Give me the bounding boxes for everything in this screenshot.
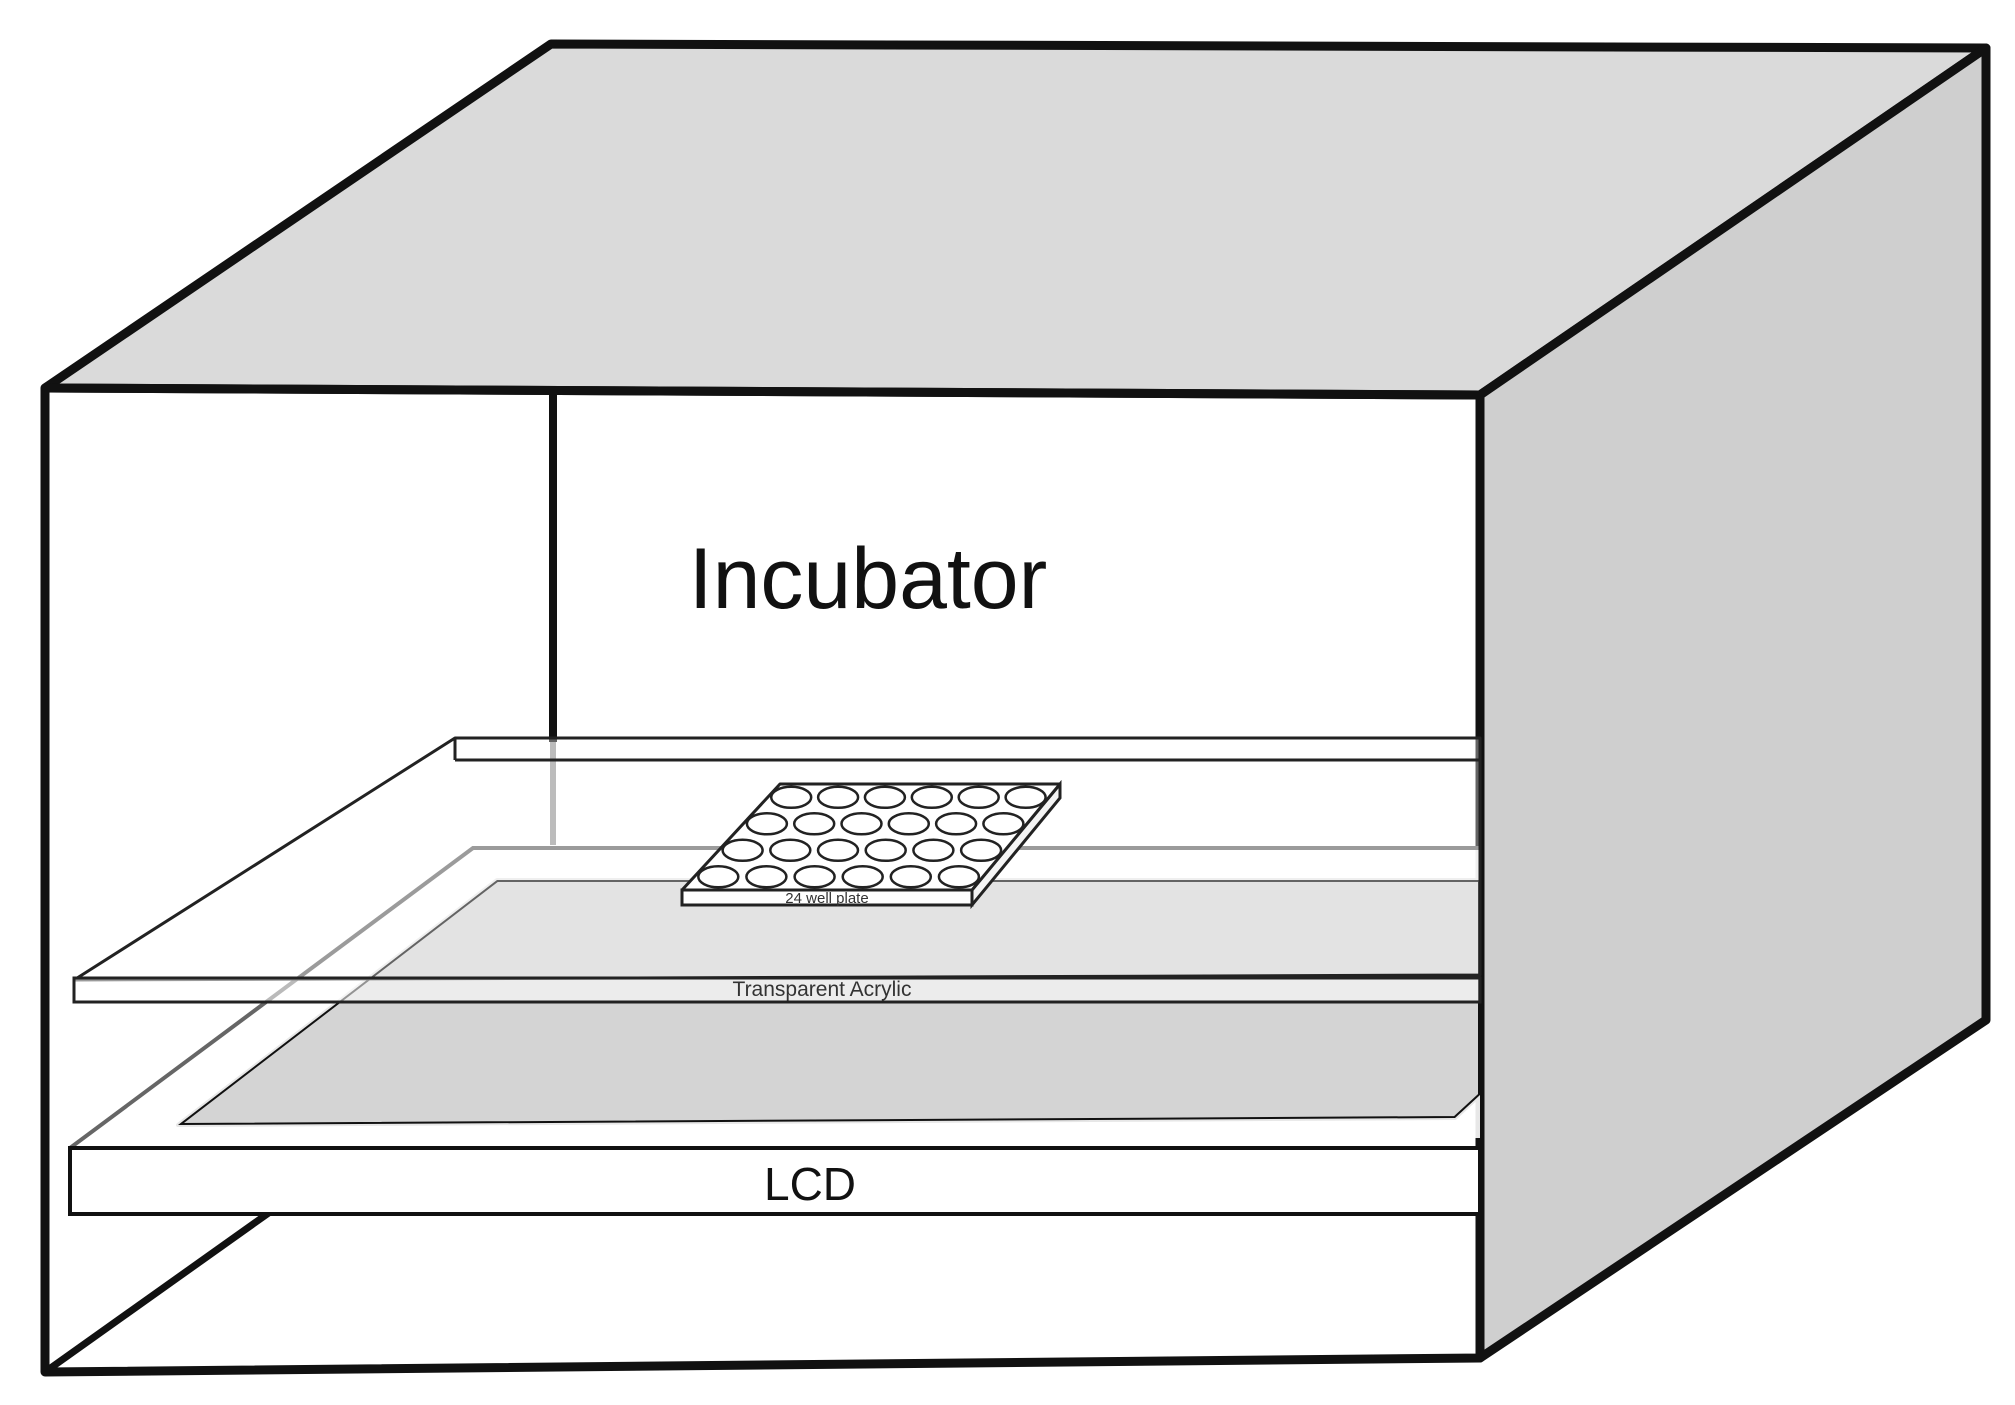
well [793, 865, 836, 889]
well-plate-label: 24 well plate [785, 890, 868, 907]
lcd-frame-top-outline [68, 846, 1480, 1150]
well [840, 812, 883, 836]
well [937, 865, 981, 889]
well-plate-front [680, 888, 974, 907]
well [816, 838, 860, 863]
well [697, 865, 740, 889]
well [1004, 785, 1047, 810]
well [769, 785, 813, 810]
well [841, 865, 884, 889]
well [721, 838, 764, 863]
well [889, 865, 933, 889]
acrylic-front-edge [72, 976, 1482, 1004]
well [864, 838, 907, 863]
lcd-frame-top [70, 848, 1480, 1148]
incubator-label: Incubator [689, 531, 1048, 627]
well [769, 838, 812, 863]
incubator-floor-edge [42, 1209, 273, 1375]
well [910, 785, 954, 810]
lcd-label: LCD [764, 1158, 856, 1210]
well [863, 785, 907, 810]
well-plate: 24 well plate [680, 779, 1062, 910]
acrylic-label: Transparent Acrylic [733, 978, 912, 1001]
well [957, 785, 1000, 810]
well [792, 812, 836, 836]
well [934, 812, 978, 836]
well [912, 838, 955, 863]
incubator-front-top-edge [44, 383, 1481, 400]
lcd-front-bar [68, 1146, 1482, 1216]
well [745, 812, 789, 836]
well-grid [697, 785, 1047, 889]
well [816, 785, 860, 810]
well [959, 838, 1003, 863]
well [887, 812, 931, 836]
well [982, 812, 1025, 836]
well [745, 865, 788, 889]
